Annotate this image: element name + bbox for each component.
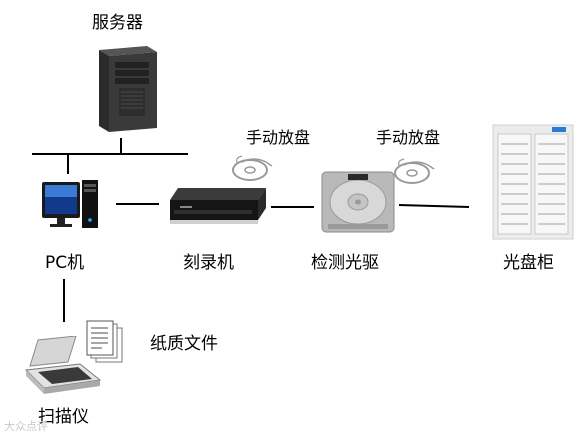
drive-label: 检测光驱	[311, 253, 379, 273]
pc-icon	[42, 180, 98, 228]
pc-label: PC机	[45, 253, 85, 273]
drive-cabinet-line	[398, 204, 470, 208]
watermark: 大众点评	[4, 420, 48, 433]
manual-disc-label-2: 手动放盘	[376, 128, 441, 147]
manual-disc-label-1: 手动放盘	[246, 128, 311, 147]
paper-documents-icon	[86, 320, 123, 363]
disc-cabinet-icon	[492, 124, 574, 240]
scanner-label: 扫描仪	[38, 407, 89, 427]
cabinet-label: 光盘柜	[503, 253, 554, 273]
scanner-icon	[24, 336, 102, 394]
disc-hand-icon	[394, 158, 435, 184]
server-icon	[99, 46, 157, 132]
paper-label: 纸质文件	[150, 334, 218, 354]
burner-label: 刻录机	[183, 253, 234, 273]
burner-icon	[170, 188, 266, 224]
drive-icon	[321, 171, 395, 233]
disc-hand-icon	[232, 155, 273, 181]
server-label: 服务器	[92, 13, 143, 33]
